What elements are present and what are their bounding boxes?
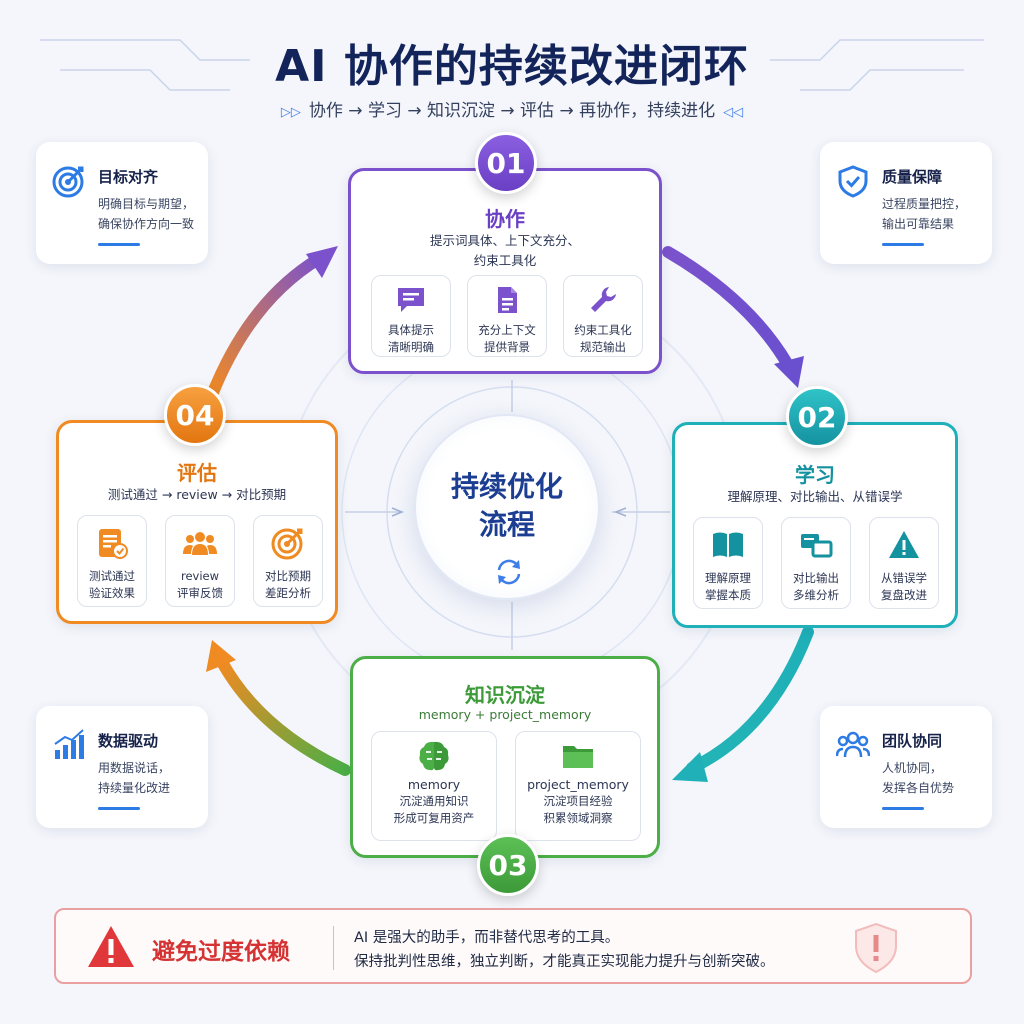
side-card-title: 质量保障 xyxy=(882,168,943,186)
sub-card-memory: memory 沉淀通用知识形成可复用资产 xyxy=(371,731,497,841)
sub-card-learn-from-errors: 从错误学复盘改进 xyxy=(869,517,939,609)
arrow-head-1 xyxy=(306,246,338,278)
step-desc: memory + project_memory xyxy=(418,707,592,722)
page-title: AI 协作的持续改进闭环 xyxy=(275,41,749,92)
subtitle-left-deco: ▷▷ xyxy=(280,105,301,120)
step-badge-03: 03 xyxy=(477,834,539,896)
arrow-2-to-3 xyxy=(686,626,814,774)
arrow-4-to-1 xyxy=(206,252,326,401)
step-title: 学习 xyxy=(795,463,835,487)
side-card-team: 团队协同 人机协同，发挥各自优势 xyxy=(820,706,992,828)
checklist-icon xyxy=(99,529,128,559)
warning-line-2: 保持批判性思维，独立判断，才能真正实现能力提升与创新突破。 xyxy=(354,954,775,970)
side-card-bar xyxy=(98,807,140,810)
side-card-bar xyxy=(882,243,924,246)
side-card-data: 数据驱动 用数据说话，持续量化改进 xyxy=(36,706,208,828)
side-card-desc: 过程质量把控，输出可靠结果 xyxy=(882,197,967,231)
step-card-learn: 学习 理解原理、对比输出、从错误学 理解原理掌握本质 对比输出多维分析 从错误学… xyxy=(672,422,958,628)
center-circle: 持续优化流程 xyxy=(414,414,600,600)
arrow-head-2 xyxy=(774,356,804,388)
side-card-goal: 目标对齐 明确目标与期望，确保协作方向一致 xyxy=(36,142,208,264)
step-title: 评估 xyxy=(177,461,217,485)
refresh-icon xyxy=(497,559,521,585)
chat-icon xyxy=(398,288,424,312)
bar-chart-icon xyxy=(54,729,84,759)
step-badge-04: 04 xyxy=(164,384,226,446)
warning-icon xyxy=(88,926,134,967)
wrench-icon xyxy=(591,287,616,312)
side-card-title: 团队协同 xyxy=(882,732,943,750)
step-title: 知识沉淀 xyxy=(465,683,545,707)
sub-card-principle: 理解原理掌握本质 xyxy=(693,517,763,609)
side-card-bar xyxy=(882,807,924,810)
step-badge-01: 01 xyxy=(475,132,537,194)
shield-check-icon xyxy=(838,165,868,198)
center-title: 持续优化流程 xyxy=(450,470,563,541)
compare-icon xyxy=(801,534,833,558)
arrow-head-4 xyxy=(206,640,236,672)
book-icon xyxy=(713,532,743,557)
arrow-1-to-2 xyxy=(662,246,794,371)
shield-alert-icon xyxy=(855,922,897,974)
sub-card-tooling: 约束工具化规范输出 xyxy=(563,275,643,357)
subtitle-right-deco: ◁◁ xyxy=(723,105,744,120)
side-card-quality: 质量保障 过程质量把控，输出可靠结果 xyxy=(820,142,992,264)
sub-card-compare-expectation: 对比预期差距分析 xyxy=(253,515,323,607)
target-icon xyxy=(271,528,303,560)
arrow-head-3 xyxy=(672,752,708,782)
subtitle-text: 协作 → 学习 → 知识沉淀 → 评估 → 再协作，持续进化 xyxy=(308,101,716,121)
team-icon xyxy=(836,731,870,758)
side-card-desc: 用数据说话，持续量化改进 xyxy=(98,761,171,795)
people-icon xyxy=(183,532,217,555)
side-card-title: 数据驱动 xyxy=(98,732,159,750)
brain-icon xyxy=(419,741,449,771)
sub-card-test-pass: 测试通过验证效果 xyxy=(77,515,147,607)
sub-card-context: 充分上下文提供背景 xyxy=(467,275,547,357)
side-card-title: 目标对齐 xyxy=(98,168,159,186)
step-card-knowledge: 知识沉淀 memory + project_memory memory 沉淀通用… xyxy=(350,656,660,858)
step-badge-02: 02 xyxy=(786,386,848,448)
warning-banner: 避免过度依赖 AI 是强大的助手，而非替代思考的工具。 保持批判性思维，独立判断… xyxy=(54,908,972,984)
document-icon xyxy=(498,287,517,313)
step-title: 协作 xyxy=(485,207,525,231)
target-icon xyxy=(52,166,84,198)
warning-line-1: AI 是强大的助手，而非替代思考的工具。 xyxy=(354,930,620,946)
warning-divider xyxy=(333,926,334,970)
side-card-desc: 明确目标与期望，确保协作方向一致 xyxy=(98,197,195,231)
step-card-collaborate: 协作 提示词具体、上下文充分、约束工具化 具体提示清晰明确 充分上下文提供背景 … xyxy=(348,168,662,374)
warning-icon xyxy=(889,531,919,558)
folder-icon xyxy=(563,746,593,768)
step-desc: 理解原理、对比输出、从错误学 xyxy=(727,489,903,504)
sub-card-specific-prompt: 具体提示清晰明确 xyxy=(371,275,451,357)
sub-card-compare: 对比输出多维分析 xyxy=(781,517,851,609)
step-desc: 提示词具体、上下文充分、约束工具化 xyxy=(429,233,580,268)
sub-card-project-memory: project_memory 沉淀项目经验积累领域洞察 xyxy=(515,731,641,841)
side-card-bar xyxy=(98,243,140,246)
arrow-3-to-4 xyxy=(216,656,351,776)
step-desc: 测试通过 → review → 对比预期 xyxy=(107,487,287,502)
page-subtitle: ▷▷ 协作 → 学习 → 知识沉淀 → 评估 → 再协作，持续进化 ◁◁ xyxy=(0,96,1024,121)
warning-title: 避免过度依赖 xyxy=(152,939,290,965)
side-card-desc: 人机协同，发挥各自优势 xyxy=(882,761,955,795)
